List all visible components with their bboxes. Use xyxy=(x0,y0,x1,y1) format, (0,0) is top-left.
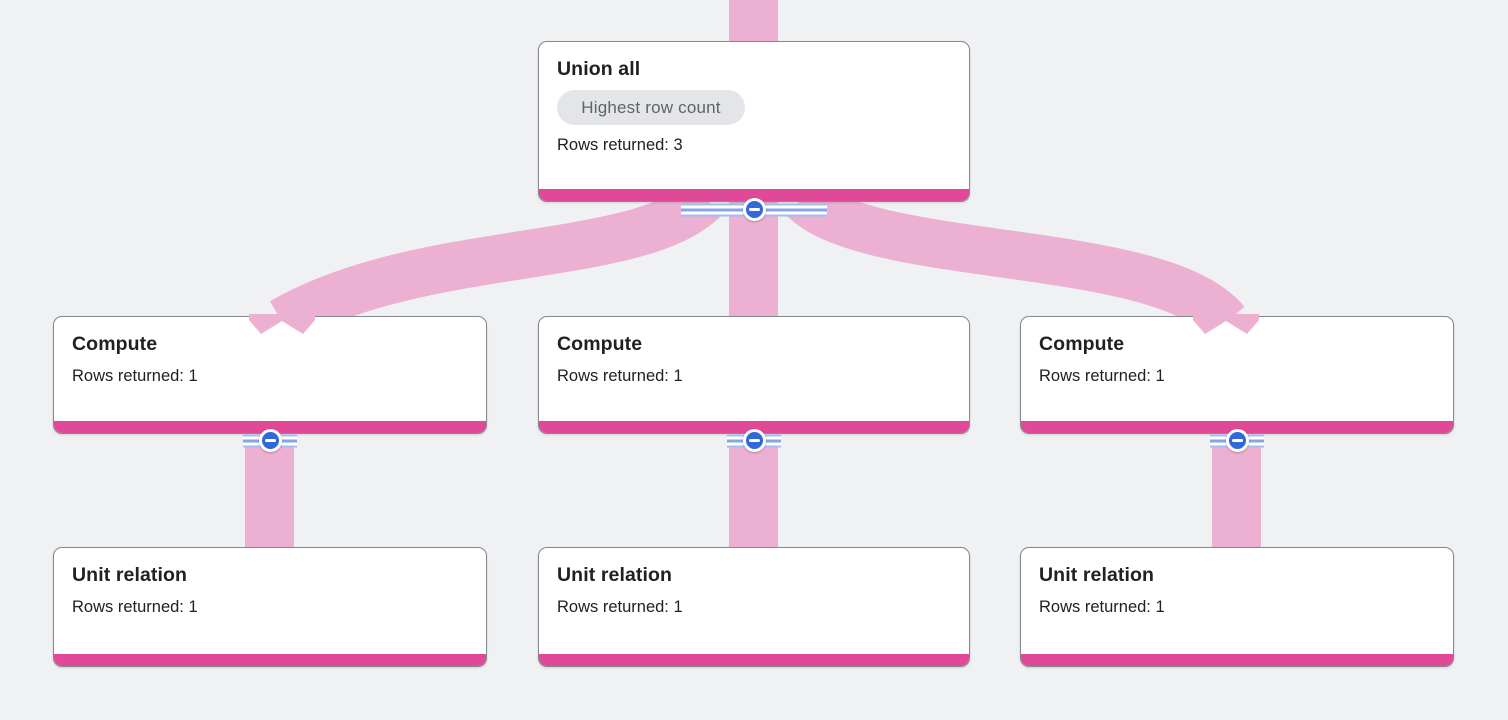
node-title: Compute xyxy=(557,333,643,355)
collapse-button-compute-right[interactable] xyxy=(1210,429,1264,452)
node-title: Compute xyxy=(72,333,158,355)
collapse-button-compute-left[interactable] xyxy=(243,429,297,452)
stage-color-bar xyxy=(54,654,486,666)
node-rows-returned: Rows returned: 1 xyxy=(72,598,198,616)
badge-row: Highest row count xyxy=(557,90,951,125)
node-unit-relation-right[interactable]: Unit relation Rows returned: 1 xyxy=(1020,547,1454,667)
collapse-button-compute-center[interactable] xyxy=(727,429,781,452)
edge-unit-relation-right-to-compute-right xyxy=(1212,436,1261,548)
collapse-button-union-all[interactable] xyxy=(681,198,827,221)
minus-icon xyxy=(742,429,766,452)
node-union-all[interactable]: Union all Highest row count Rows returne… xyxy=(538,41,970,202)
node-title: Unit relation xyxy=(1039,564,1155,586)
minus-icon xyxy=(258,429,282,452)
highest-row-count-badge: Highest row count xyxy=(557,90,745,125)
edge-union-all-to-parent xyxy=(729,0,778,42)
stage-color-bar xyxy=(1021,654,1453,666)
node-rows-returned: Rows returned: 1 xyxy=(1039,598,1165,616)
node-rows-returned: Rows returned: 1 xyxy=(72,367,198,385)
node-rows-returned: Rows returned: 1 xyxy=(557,598,683,616)
node-rows-returned: Rows returned: 1 xyxy=(1039,367,1165,385)
node-compute-right[interactable]: Compute Rows returned: 1 xyxy=(1020,316,1454,434)
node-compute-left[interactable]: Compute Rows returned: 1 xyxy=(53,316,487,434)
minus-icon xyxy=(742,198,766,221)
edge-compute-left-to-union-all xyxy=(269,180,723,343)
edge-unit-relation-center-to-compute-center xyxy=(729,436,778,548)
node-unit-relation-center[interactable]: Unit relation Rows returned: 1 xyxy=(538,547,970,667)
node-rows-returned: Rows returned: 1 xyxy=(557,367,683,385)
minus-icon xyxy=(1225,429,1249,452)
stage-color-bar xyxy=(539,654,969,666)
stage-color-bar xyxy=(1021,421,1453,433)
node-title: Union all xyxy=(557,58,641,80)
node-title: Unit relation xyxy=(557,564,673,586)
stage-color-bar xyxy=(539,421,969,433)
edge-unit-relation-left-to-compute-left xyxy=(245,436,294,548)
edge-compute-right-to-union-all xyxy=(785,179,1245,339)
node-title: Compute xyxy=(1039,333,1125,355)
stage-color-bar xyxy=(54,421,486,433)
node-unit-relation-left[interactable]: Unit relation Rows returned: 1 xyxy=(53,547,487,667)
node-title: Unit relation xyxy=(72,564,188,586)
node-rows-returned: Rows returned: 3 xyxy=(557,136,683,154)
node-compute-center[interactable]: Compute Rows returned: 1 xyxy=(538,316,970,434)
